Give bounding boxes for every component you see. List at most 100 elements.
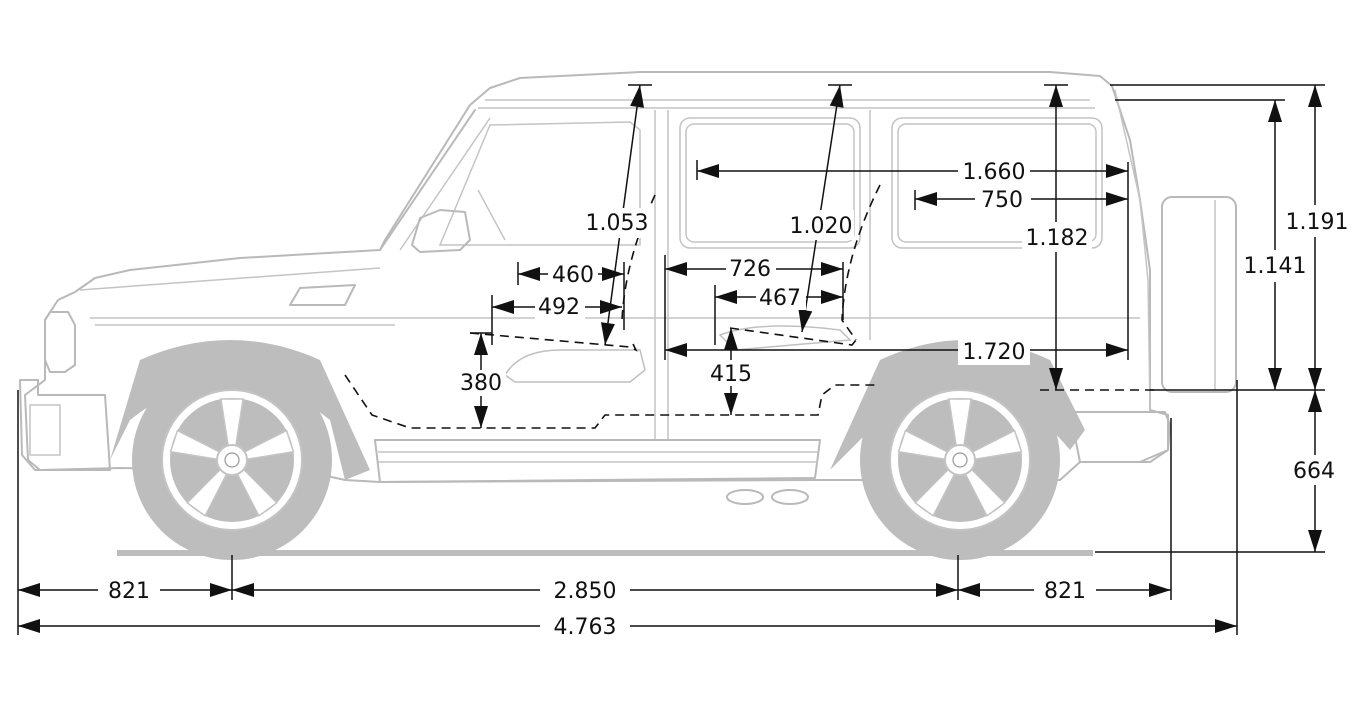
front-headroom-end-arrowhead (630, 85, 645, 108)
ground-line (117, 550, 1093, 556)
vehicle-body-outline (24, 71, 1169, 483)
front-overhang-end-arrowhead (210, 583, 232, 597)
svg-text:821: 821 (108, 579, 150, 604)
rear-headroom-start-arrowhead (798, 309, 813, 332)
seat-height-380-start-arrowhead (474, 333, 488, 355)
wheelbase-start-arrowhead (232, 583, 254, 597)
svg-text:1.720: 1.720 (963, 340, 1026, 365)
dim-seat-492: 492 (535, 294, 585, 320)
dim-legroom-726: 726 (726, 255, 776, 282)
rear-overhang-start-arrowhead (958, 583, 980, 597)
steering-wheel (477, 189, 506, 241)
dim-overall-length: 4.763 (540, 612, 630, 640)
height-1141-start-arrowhead (1268, 100, 1282, 122)
dimension-labels: 821 2.850 821 4.763 1.191 1.141 1.182 1.… (98, 157, 1353, 640)
svg-text:821: 821 (1044, 579, 1086, 604)
sill-height-start-arrowhead (1308, 390, 1322, 412)
seat-height-415-end-arrowhead (724, 393, 738, 415)
seat-492-end-arrowhead (600, 300, 622, 314)
front-wheel-spokes (169, 398, 295, 517)
side-mirror (411, 209, 471, 253)
rear-overhang-end-arrowhead (1149, 583, 1171, 597)
dim-seat-height-415: 415 (706, 360, 756, 387)
svg-text:467: 467 (759, 286, 801, 311)
svg-text:1.182: 1.182 (1026, 226, 1089, 251)
rear-seat-cushion (718, 325, 852, 351)
front-bumper (19, 379, 111, 471)
legroom-726-end-arrowhead (821, 262, 843, 276)
front-wheel (132, 360, 332, 560)
rear-seat-surface-dashed (729, 327, 857, 346)
seat-467-end-arrowhead (821, 290, 843, 304)
dim-cargo-length-upper: 1.660 (958, 157, 1030, 185)
cargo-upper-end-arrowhead (1106, 164, 1128, 178)
interior-height-rear-end-arrowhead (1049, 368, 1063, 390)
dim-wheelbase: 2.850 (540, 575, 630, 604)
seat-460-start-arrowhead (518, 267, 540, 281)
rear-headroom-end-arrowhead (829, 85, 844, 108)
side-step-lines (378, 451, 818, 463)
svg-text:380: 380 (460, 371, 502, 396)
dim-seat-467: 467 (756, 284, 806, 311)
rear-headroom-line (801, 84, 841, 333)
rear-bumper (1069, 411, 1171, 463)
front-seat-cushion (503, 349, 646, 383)
cargo-floor-start-arrowhead (665, 343, 687, 357)
svg-text:750: 750 (981, 188, 1023, 213)
sill-height-end-arrowhead (1308, 530, 1322, 552)
dim-height-1141: 1.141 (1240, 250, 1310, 282)
svg-text:2.850: 2.850 (554, 579, 617, 604)
seat-460-end-arrowhead (602, 267, 624, 281)
svg-text:415: 415 (710, 362, 752, 387)
cargo-window-start-arrowhead (915, 192, 937, 206)
svg-text:1.053: 1.053 (586, 211, 649, 236)
bumper-grille (29, 404, 61, 456)
svg-text:492: 492 (538, 295, 580, 320)
dim-overall-height: 1.191 (1283, 205, 1353, 237)
quarter-window (891, 117, 1103, 249)
a-pillar (379, 109, 476, 251)
exhaust-tip-2 (771, 489, 809, 505)
overall-length-start-arrowhead (18, 619, 40, 633)
seat-height-380-end-arrowhead (474, 406, 488, 428)
rear-window-inner (685, 123, 855, 243)
dim-seat-460: 460 (548, 262, 598, 288)
seat-467-start-arrowhead (715, 290, 737, 304)
svg-text:726: 726 (729, 257, 771, 282)
svg-text:1.020: 1.020 (790, 214, 853, 239)
cargo-upper-start-arrowhead (697, 164, 719, 178)
hood-line (79, 267, 381, 291)
interior-height-rear-start-arrowhead (1049, 85, 1063, 107)
vehicle-illustration (19, 71, 1237, 560)
dim-front-overhang: 821 (98, 575, 160, 604)
dim-front-headroom: 1.053 (584, 208, 650, 238)
front-headroom-start-arrowhead (600, 322, 615, 345)
rear-backrest-dashed (841, 184, 881, 341)
rear-edge (1114, 89, 1151, 411)
svg-text:1.191: 1.191 (1286, 210, 1349, 235)
svg-text:4.763: 4.763 (554, 615, 617, 640)
rear-wheel (860, 360, 1060, 560)
headlight (44, 311, 76, 373)
seat-492-start-arrowhead (492, 300, 514, 314)
front-seat-surface-dashed (469, 332, 638, 352)
rear-window (679, 117, 861, 249)
fender-vent (289, 284, 356, 306)
svg-text:664: 664 (1293, 459, 1335, 484)
cargo-window-end-arrowhead (1106, 192, 1128, 206)
cargo-floor-end-arrowhead (1106, 343, 1128, 357)
overall-height-start-arrowhead (1308, 85, 1322, 107)
wheelbase-end-arrowhead (936, 583, 958, 597)
overall-height-end-arrowhead (1308, 368, 1322, 390)
dim-cargo-length-floor: 1.720 (958, 337, 1030, 365)
rear-wheel-spokes (897, 398, 1023, 517)
svg-text:1.141: 1.141 (1244, 254, 1307, 279)
svg-text:460: 460 (552, 263, 594, 288)
seat-height-415-start-arrowhead (724, 328, 738, 350)
dim-sill-height-664: 664 (1290, 455, 1340, 485)
front-wheel-arch (110, 340, 370, 480)
dim-rear-overhang: 821 (1034, 575, 1096, 604)
height-1141-end-arrowhead (1268, 368, 1282, 390)
